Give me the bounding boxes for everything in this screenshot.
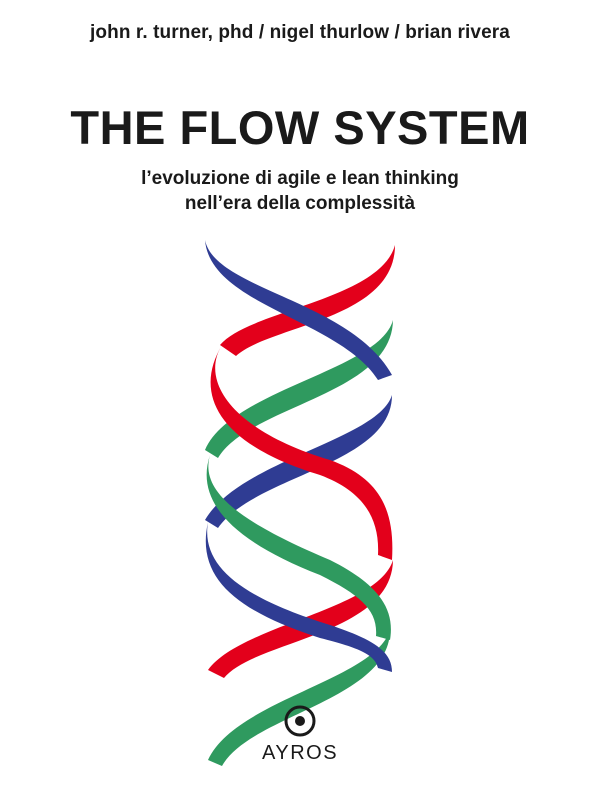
subtitle-line-1: l’evoluzione di agile e lean thinking bbox=[141, 168, 459, 189]
helix-green-strand-back bbox=[205, 320, 393, 458]
helix-blue-strand-front bbox=[205, 240, 392, 380]
subtitle-line-2: nell’era della complessità bbox=[184, 193, 416, 214]
helix-blue-strand-front-2 bbox=[205, 522, 392, 672]
helix-green-strand-front bbox=[206, 455, 391, 640]
helix-red-strand-front bbox=[210, 345, 393, 560]
helix-green-strand-back-2 bbox=[208, 630, 390, 766]
publisher-logo-icon bbox=[284, 705, 316, 737]
helix-red-strand-back bbox=[220, 245, 395, 356]
book-title: THE FLOW SYSTEM bbox=[70, 101, 530, 154]
publisher-name: AYROS bbox=[262, 742, 339, 764]
authors-line: john r. turner, phd / nigel thurlow / br… bbox=[90, 22, 510, 43]
book-subtitle: l’evoluzione di agile e lean thinking ne… bbox=[0, 166, 600, 216]
helix-red-strand-back-2 bbox=[208, 560, 393, 678]
publisher-block: AYROS bbox=[262, 704, 338, 765]
